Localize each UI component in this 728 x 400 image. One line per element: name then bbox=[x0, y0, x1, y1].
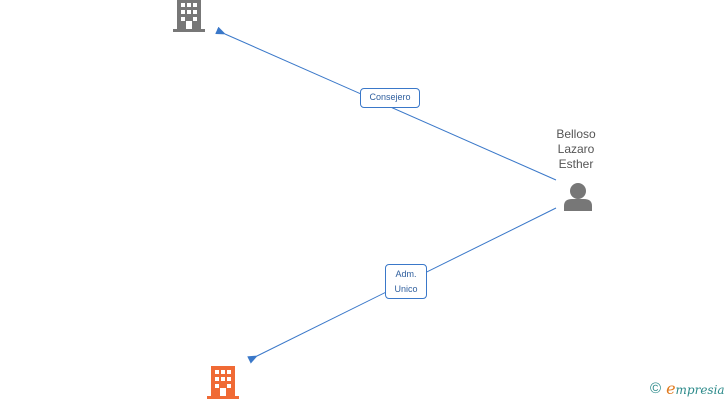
building-icon[interactable] bbox=[206, 366, 240, 400]
building-icon[interactable] bbox=[172, 0, 206, 32]
edge-label-text: Adm. bbox=[395, 269, 417, 279]
brand-logo: empresia bbox=[666, 379, 725, 400]
edge-label-text: Consejero bbox=[369, 92, 411, 102]
person-name-line: Esther bbox=[558, 157, 594, 171]
copyright-icon: © bbox=[650, 380, 662, 397]
edge-label-consejero: Consejero bbox=[360, 88, 420, 108]
edge-label-text: Unico bbox=[394, 284, 418, 294]
brand-logo-rest: mpresia bbox=[675, 382, 725, 397]
brand-watermark: © empresia bbox=[650, 379, 725, 399]
person-name-line: Lazaro bbox=[557, 142, 595, 156]
brand-logo-initial: e bbox=[666, 378, 676, 398]
person-name-line: Belloso bbox=[556, 127, 596, 141]
person-icon[interactable] bbox=[562, 182, 594, 212]
edge-label-adm-unico: Adm. Unico bbox=[385, 264, 427, 299]
person-name[interactable]: Belloso Lazaro Esther bbox=[540, 127, 612, 172]
